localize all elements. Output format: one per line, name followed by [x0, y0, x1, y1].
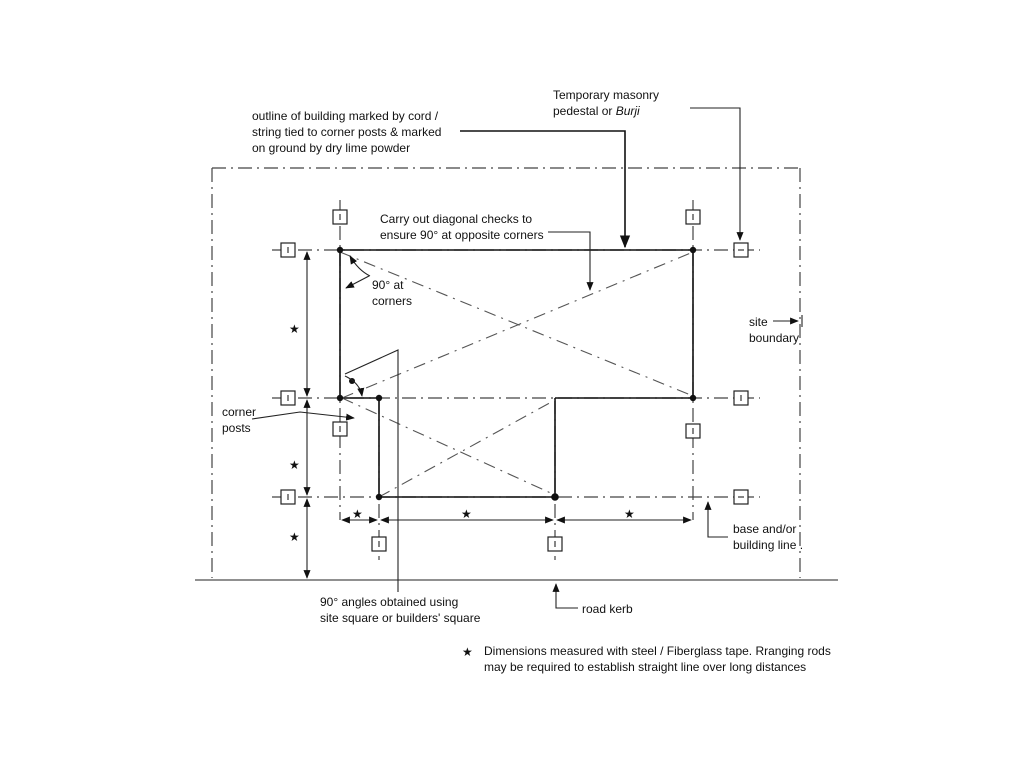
outline-label-line-1: outline of building marked by cord /: [252, 109, 439, 123]
star-marker: ★: [461, 507, 472, 521]
site-boundary-label-line-2: boundary: [749, 331, 799, 345]
outline-label-line-3: on ground by dry lime powder: [252, 141, 410, 155]
corner-points: [336, 246, 697, 501]
footnote-line-1: Dimensions measured with steel / Fibergl…: [484, 644, 831, 658]
star-marker: ★: [289, 458, 300, 472]
outline-leader: [460, 130, 631, 249]
star-marker: ★: [624, 507, 635, 521]
ninety-square-label-line-2: site square or builders' square: [320, 611, 481, 625]
ninety-corners-label-line-2: corners: [372, 294, 412, 308]
builders-square: [344, 349, 399, 592]
diagonal-checks: [339, 251, 694, 498]
road-kerb-label: road kerb: [582, 602, 633, 616]
pedestal-label-line-1: Temporary masonry: [553, 88, 659, 102]
base-line-leader: [704, 501, 728, 538]
diagonal-label-line-1: Carry out diagonal checks to: [380, 212, 532, 226]
corner-posts-label-line-1: corner: [222, 405, 256, 419]
base-line-label-line-1: base and/or: [733, 522, 796, 536]
star-marker: ★: [352, 507, 363, 521]
diagonal-leader: [548, 231, 594, 291]
outline-label-line-2: string tied to corner posts & marked: [252, 125, 441, 139]
diagonal-label-line-2: ensure 90° at opposite corners: [380, 228, 544, 242]
site-boundary-line: [211, 167, 801, 578]
corner-posts-leader: [251, 411, 355, 421]
base-line-label-line-2: building line .: [733, 538, 803, 552]
road-kerb-leader: [552, 583, 578, 609]
site-boundary-label-line-1: site: [749, 315, 768, 329]
star-marker: ★: [289, 530, 300, 544]
pedestal-leader: [690, 107, 744, 241]
ninety-square-label-line-1: 90° angles obtained using: [320, 595, 458, 609]
corner-posts: [280, 209, 749, 552]
ninety-corners-label-line-1: 90° at: [372, 278, 404, 292]
dimension-stars: ★ ★ ★ ★ ★ ★: [289, 322, 635, 544]
corner-angle-pointer: [345, 275, 370, 289]
footnote-star: ★: [462, 645, 473, 659]
corner-angle-arc: [349, 255, 371, 277]
pedestal-label-line-2: pedestal or Burji: [553, 104, 640, 118]
star-marker: ★: [289, 322, 300, 336]
footnote-line-2: may be required to establish straight li…: [484, 660, 806, 674]
corner-posts-label-line-2: posts: [222, 421, 251, 435]
